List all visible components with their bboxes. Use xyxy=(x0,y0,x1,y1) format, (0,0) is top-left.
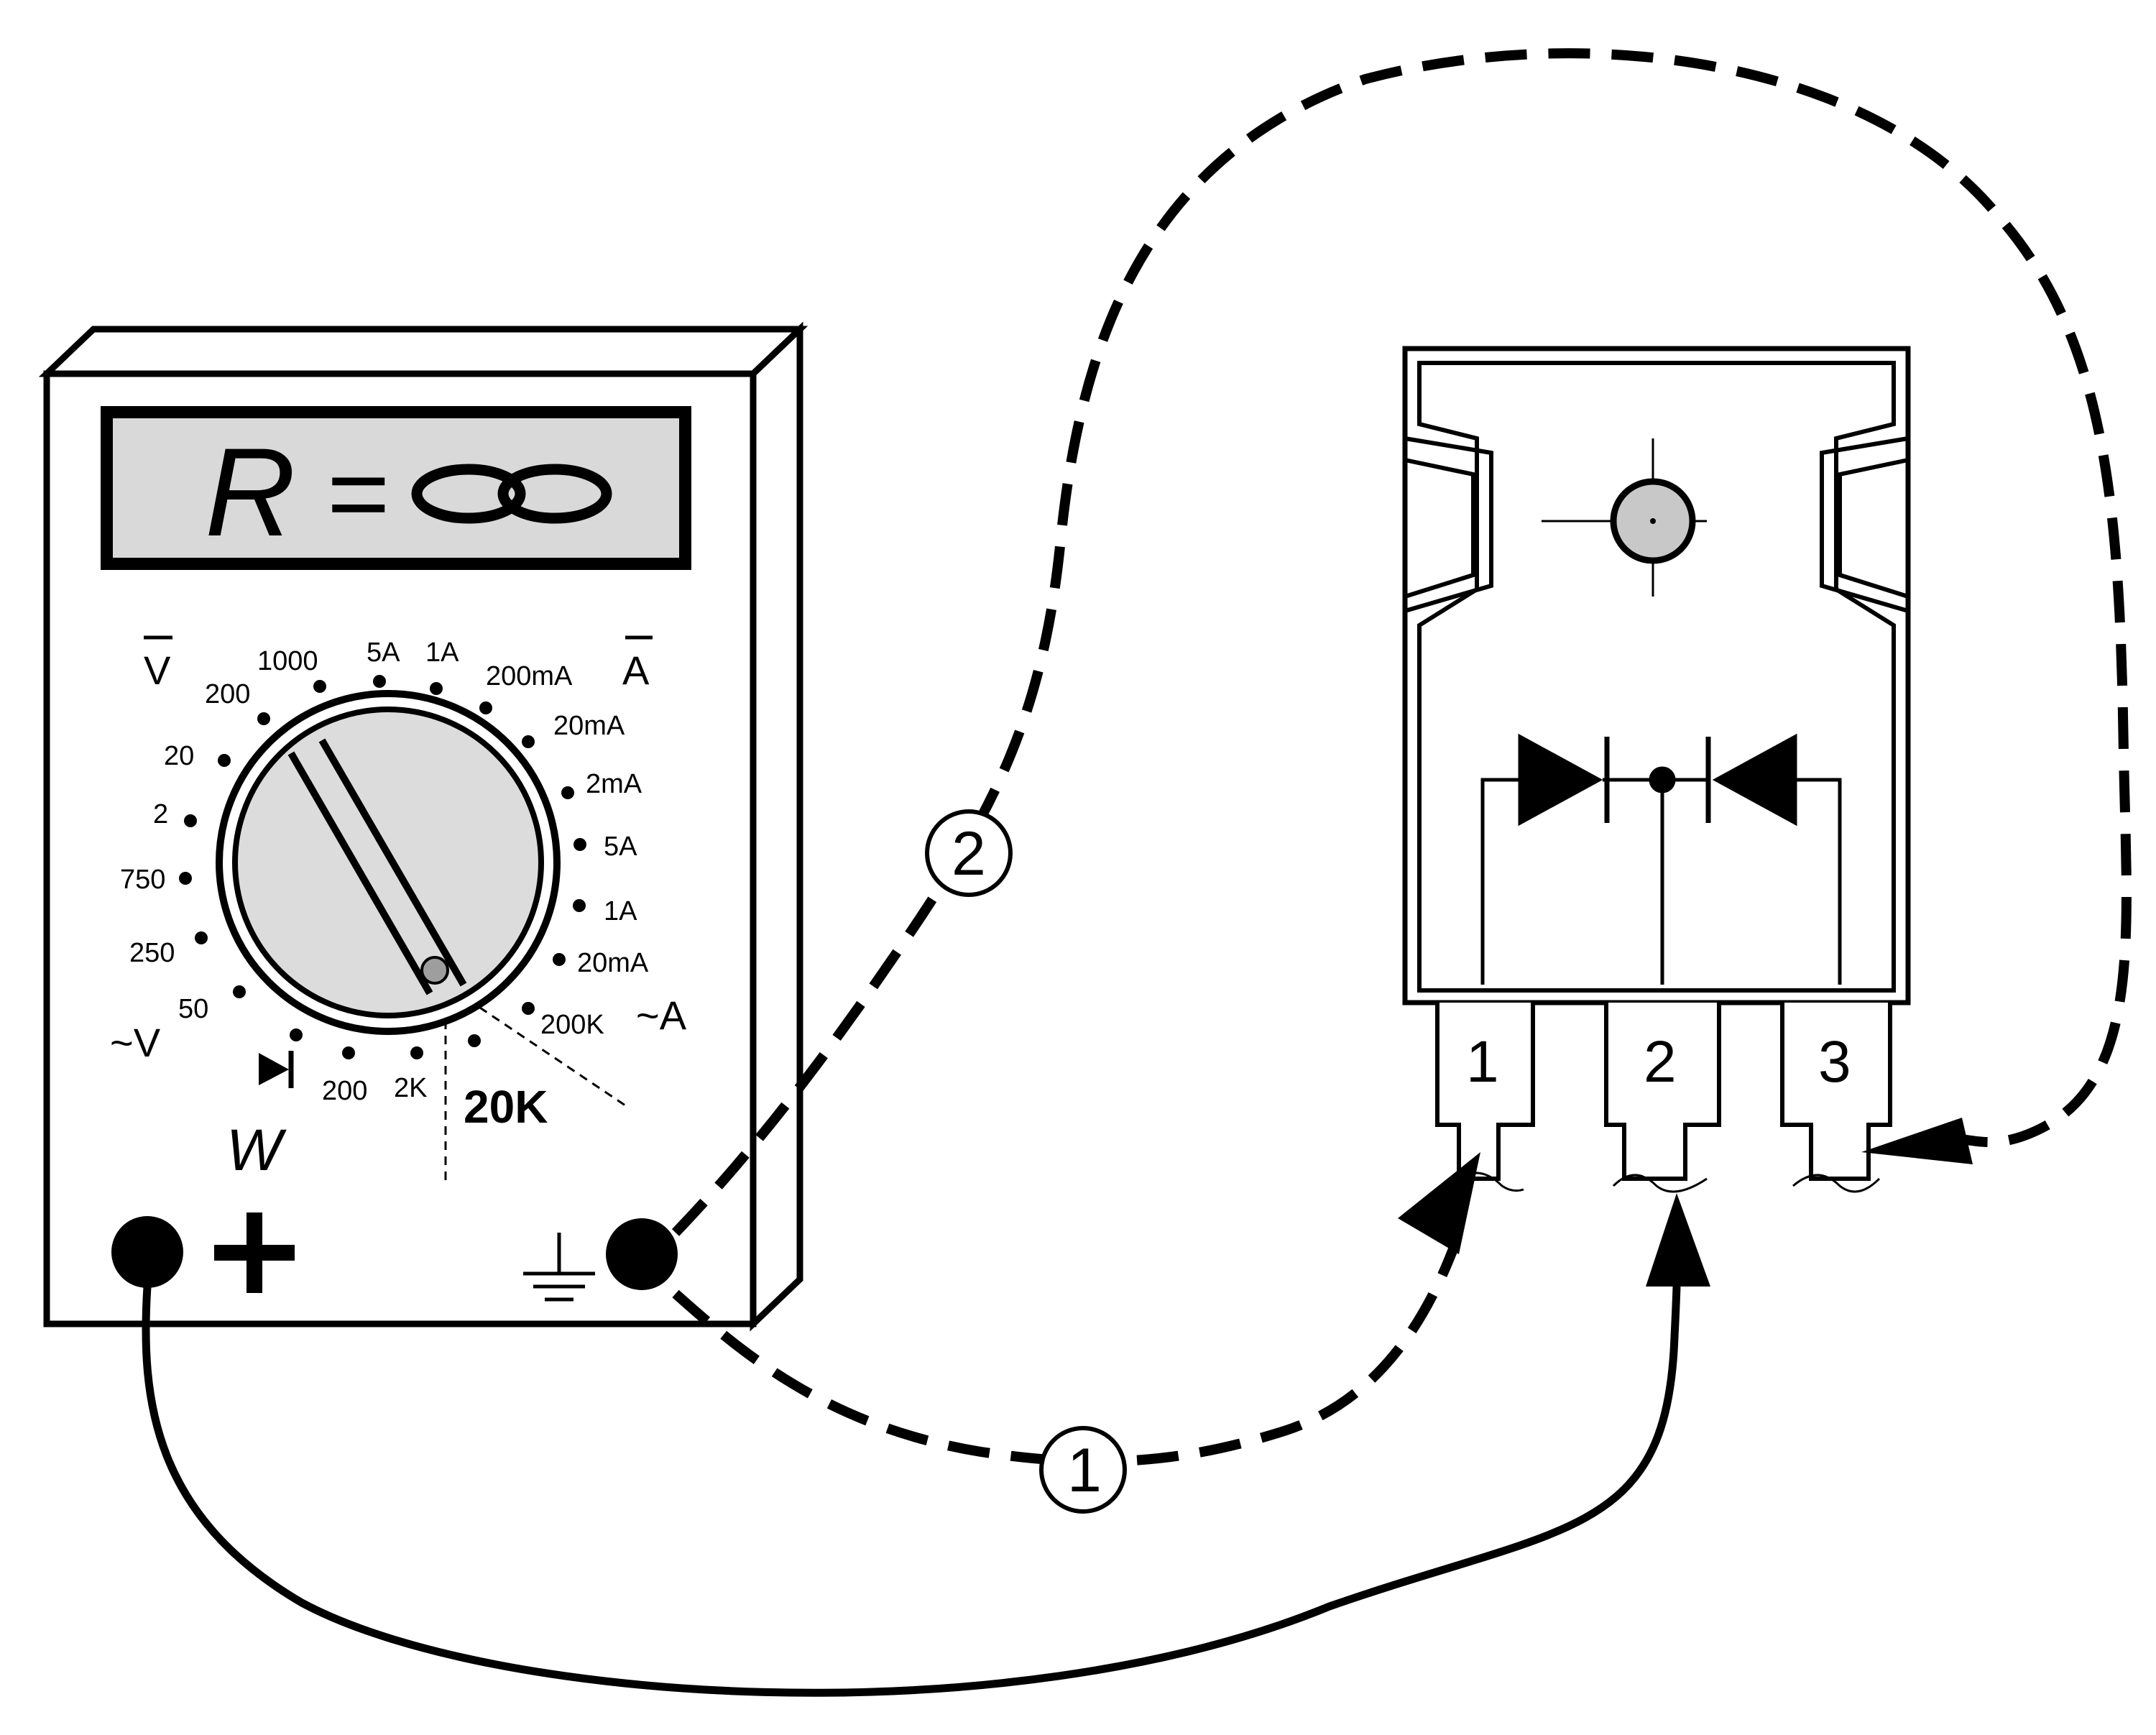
display-symbol: R xyxy=(205,423,295,563)
ac-current-mark: ~A xyxy=(636,993,687,1038)
ground-icon xyxy=(523,1233,595,1302)
label-20ma: 20mA xyxy=(553,711,625,741)
positive-lead xyxy=(142,1286,1681,1697)
label-200-ohm: 200 xyxy=(322,1076,367,1106)
dc-current-mark: A xyxy=(622,648,650,693)
label-200k: 200K xyxy=(540,1010,604,1040)
diode-range-icon xyxy=(259,1051,294,1088)
label-200: 200 xyxy=(205,679,250,709)
label-20ma-ac: 20mA xyxy=(577,948,649,978)
pin-3[interactable]: 3 xyxy=(1780,1003,1892,1193)
label-2: 2 xyxy=(153,799,168,829)
label-1a: 1A xyxy=(425,638,459,668)
positive-terminal[interactable] xyxy=(111,1216,183,1288)
ground-terminal[interactable] xyxy=(606,1218,678,1290)
svg-text:1: 1 xyxy=(1067,1436,1102,1505)
pin-2[interactable]: 2 xyxy=(1604,1003,1721,1193)
label-1000: 1000 xyxy=(257,646,318,676)
multimeter-side-face xyxy=(750,321,803,1332)
label-750: 750 xyxy=(120,865,165,895)
range-dots xyxy=(179,675,586,1059)
selected-range-20k: 20K xyxy=(464,1081,548,1133)
label-1a-ac: 1A xyxy=(604,896,637,926)
pin-2-label: 2 xyxy=(1644,1029,1677,1095)
knob-pointer-dot xyxy=(420,956,449,985)
svg-text:2: 2 xyxy=(952,819,986,888)
pin-1-label: 1 xyxy=(1466,1029,1499,1095)
ohm-mark: W xyxy=(226,1118,287,1183)
label-200ma: 200mA xyxy=(486,661,573,691)
label-2ma: 2mA xyxy=(586,769,642,799)
component-inner-outline xyxy=(1417,361,1896,993)
dial-scale: V A 1000 200 20 2 750 250 50 ~V 5A 1A 20… xyxy=(110,635,687,1183)
probe-1-arrowhead xyxy=(1398,1152,1480,1254)
ac-voltage-mark: ~V xyxy=(110,1020,161,1065)
plus-sign-icon xyxy=(214,1212,295,1293)
label-2k: 2K xyxy=(394,1073,427,1103)
label-20: 20 xyxy=(164,741,194,771)
dc-voltage-mark: V xyxy=(144,648,171,693)
pin-3-label: 3 xyxy=(1818,1029,1851,1095)
multimeter: R = V A 1000 200 20 2 750 250 50 ~V 5A 1… xyxy=(38,321,808,1332)
positive-lead-arrowhead xyxy=(1646,1193,1710,1287)
label-250: 250 xyxy=(129,938,175,968)
probe-lead-1 xyxy=(672,1241,1460,1467)
label-5a: 5A xyxy=(367,638,400,668)
label-5a-ac: 5A xyxy=(604,832,637,862)
dual-diode-component: 1 2 3 xyxy=(1402,346,1911,1193)
pin-1[interactable]: 1 xyxy=(1435,1003,1535,1192)
mounting-hole-icon xyxy=(1542,438,1707,597)
multimeter-top-face xyxy=(38,326,808,377)
label-50: 50 xyxy=(178,994,208,1024)
lcd-display: R = xyxy=(101,406,691,570)
probe-2-arrowhead xyxy=(1861,1118,1973,1164)
component-body xyxy=(1402,346,1911,1005)
dual-diode-symbol-icon xyxy=(1480,733,1842,985)
display-equals: = xyxy=(327,433,390,553)
rotary-selector-knob[interactable] xyxy=(216,690,561,1035)
probe-marker-2: 2 xyxy=(925,809,1013,897)
probe-marker-1: 1 xyxy=(1039,1426,1127,1514)
infinity-icon xyxy=(411,464,612,524)
